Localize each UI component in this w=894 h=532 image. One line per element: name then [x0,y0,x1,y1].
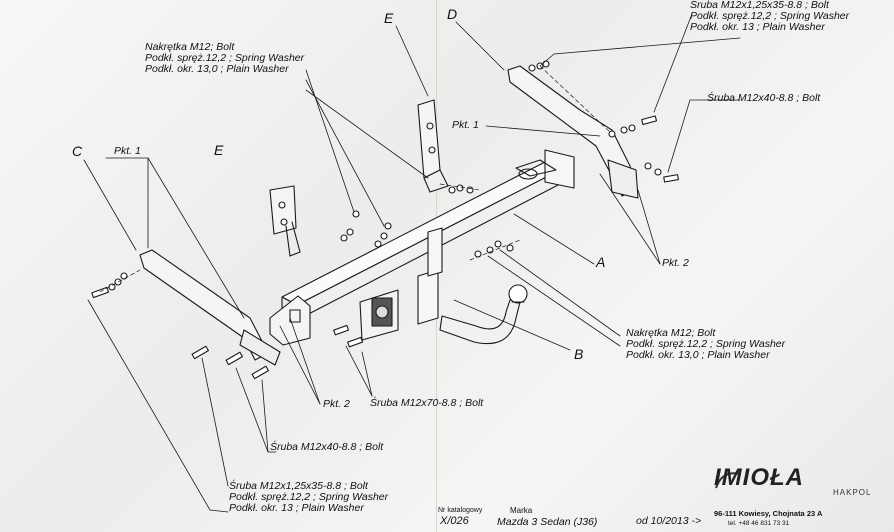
leader-lines [83,13,741,513]
side-bracket-c [139,249,281,366]
from-date: od 10/2013 -> [636,515,702,527]
label-e-left: E [214,142,224,158]
callout-line: Śruba M12x1,25x35-8.8 ; Bolt [229,480,368,492]
callout-line: Nakrętka M12; Bolt [145,41,235,53]
callout-nut-top: Nakrętka M12; Bolt Podkł. spręż.12,2 ; S… [145,42,304,75]
label-b: B [574,346,584,362]
callout-line: Śruba M12x1,25x35-8.8 ; Bolt [690,0,829,11]
callout-line: Podkł. spręż.12,2 ; Spring Washer [690,10,850,22]
socket-plate [359,227,443,341]
brand-logo-sub: HAKPOL [833,488,872,497]
callout-line: Podkł. spręż.12,2 ; Spring Washer [626,338,786,350]
left-end-plate [269,295,311,346]
callout-line: Podkł. okr. 13 ; Plain Washer [229,502,364,514]
label-pkt1-right: Pkt. 1 [452,119,479,131]
callout-bolt-bottom-left: Śruba M12x1,25x35-8.8 ; Bolt Podkł. sprę… [229,481,388,514]
callout-bolt-m12x70: Śruba M12x70-8.8 ; Bolt [370,397,484,409]
label-pkt2-right: Pkt. 2 [662,257,689,269]
callout-line: Nakrętka M12; Bolt [626,327,716,339]
bracket-e-left [269,185,301,257]
callout-bolt-top-right: Śruba M12x1,25x35-8.8 ; Bolt Podkł. sprę… [690,0,849,33]
callout-line: Podkł. okr. 13,0 ; Plain Washer [626,349,770,361]
make-label: Marka [510,506,533,515]
company-phone: tel. +48 46 831 73 31 [728,520,790,527]
axis-dashed-lines [99,65,611,293]
callout-line: Podkł. okr. 13,0 ; Plain Washer [145,63,289,75]
label-e-top: E [384,10,394,26]
side-bracket-d [507,65,639,199]
callout-bolt-m12x40-right: Śruba M12x40-8.8 ; Bolt [707,92,821,104]
callout-nut-right: Nakrętka M12; Bolt Podkł. spręż.12,2 ; S… [626,328,785,361]
bracket-e-top [417,99,449,193]
catalog-label: Nr katalogowy [438,507,483,514]
catalog-value: X/026 [440,515,469,527]
label-a: A [596,254,606,270]
callout-line: Podkł. spręż.12,2 ; Spring Washer [229,491,389,503]
fasteners [91,60,679,380]
brand-logo: IMIOŁA [714,464,804,491]
label-pkt1-left: Pkt. 1 [114,145,141,157]
make-value: Mazda 3 Sedan (J36) [497,516,598,528]
tow-ball-neck-b [439,284,528,345]
label-c: C [72,143,83,159]
label-d: D [447,6,458,22]
company-address: 96-111 Kowiesy, Chojnata 23 A [714,509,823,518]
callout-line: Podkł. spręż.12,2 ; Spring Washer [145,52,305,64]
callout-line: Podkł. okr. 13 ; Plain Washer [690,21,825,33]
label-pkt2-bottom: Pkt. 2 [323,398,350,410]
callout-bolt-m12x40-left: Śruba M12x40-8.8 ; Bolt [270,441,384,453]
